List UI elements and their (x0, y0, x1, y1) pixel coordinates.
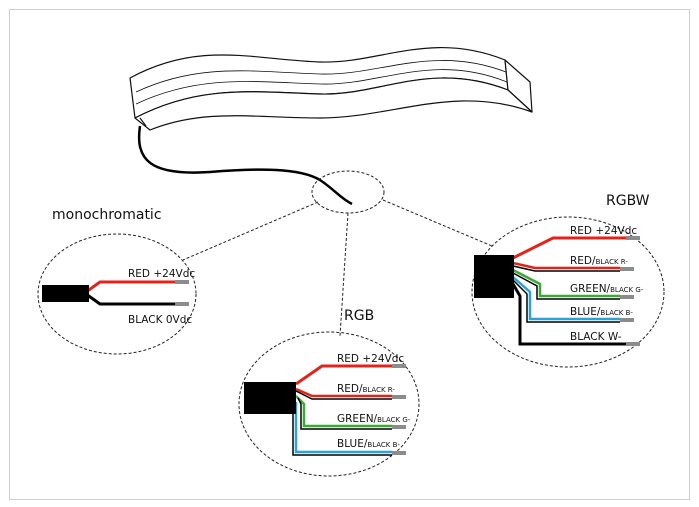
page-border (9, 9, 690, 500)
rgb-tip-green (392, 425, 406, 429)
rgb-tip-red-black (392, 395, 406, 399)
rgb-wire-red (295, 364, 392, 386)
rgbw-tip-red-black (620, 267, 634, 271)
rgbw-tip-black (626, 342, 640, 346)
mono-tip-black (175, 302, 189, 306)
rgb-wiring: RED +24Vdc RED/BLACK R- GREEN/BLACK G- B… (244, 353, 411, 456)
rgbw-label-1: RED/BLACK R- (570, 255, 628, 267)
leader-lines (182, 199, 493, 337)
mono-detail-circle (37, 233, 197, 355)
mono-wire-black (85, 292, 175, 306)
rgb-tip-red (392, 364, 406, 368)
rgbw-wire-blue-stripe (512, 279, 620, 323)
cable (137, 125, 353, 206)
rgb-wire-blue (294, 402, 392, 454)
rgbw-wire-green (512, 268, 620, 298)
rgb-label-0: RED +24Vdc (337, 353, 404, 365)
rgb-sleeve (244, 382, 296, 414)
rgbw-wire-blue (512, 276, 620, 321)
rgb-label-2: GREEN/BLACK G- (337, 413, 411, 425)
rgbw-tip-blue (620, 318, 634, 322)
rgbw-wire-red (512, 236, 626, 260)
rgbw-wire-black (511, 283, 626, 346)
rgbw-wire-red-black-stripe (512, 265, 620, 272)
connector-highlight (311, 170, 385, 214)
mono-sleeve (42, 285, 89, 302)
rgbw-wire-green-stripe (512, 272, 620, 300)
rgbw-label-4: BLACK W- (570, 331, 622, 343)
rgbw-detail-circle (471, 216, 665, 368)
rgb-wire-red-black-stripe (295, 390, 392, 400)
rgb-title: RGB (344, 308, 374, 324)
rgbw-label-3: BLUE/BLACK B- (570, 306, 633, 318)
rgb-detail-circle (238, 331, 420, 477)
rgb-label-3: BLUE/BLACK B- (337, 438, 400, 450)
rgbw-tip-green (620, 295, 634, 299)
led-strip-profile (129, 47, 533, 131)
rgbw-wiring: RED +24Vdc RED/BLACK R- GREEN/BLACK G- B… (474, 225, 644, 346)
rgb-tip-blue (392, 451, 406, 455)
mono-label-black: BLACK 0Vdc (128, 314, 192, 326)
rgb-wire-green-stripe (297, 397, 392, 430)
rgbw-tip-red (626, 236, 640, 240)
rgbw-wire-red-black (512, 261, 620, 270)
mono-wiring: RED +24Vdc BLACK 0Vdc (42, 268, 195, 326)
rgbw-title: RGBW (606, 193, 650, 209)
rgbw-label-2: GREEN/BLACK G- (570, 283, 644, 295)
rgb-wire-blue-stripe (292, 404, 392, 456)
rgbw-sleeve (474, 255, 514, 298)
mono-title: monochromatic (52, 207, 162, 223)
mono-wire-red (85, 280, 175, 294)
mono-label-red: RED +24Vdc (128, 268, 195, 280)
mono-tip-red (175, 280, 189, 284)
rgb-wire-green (295, 395, 392, 428)
rgb-label-1: RED/BLACK R- (337, 383, 395, 395)
rgbw-label-0: RED +24Vdc (570, 225, 637, 237)
rgb-wire-red-black (295, 387, 392, 398)
